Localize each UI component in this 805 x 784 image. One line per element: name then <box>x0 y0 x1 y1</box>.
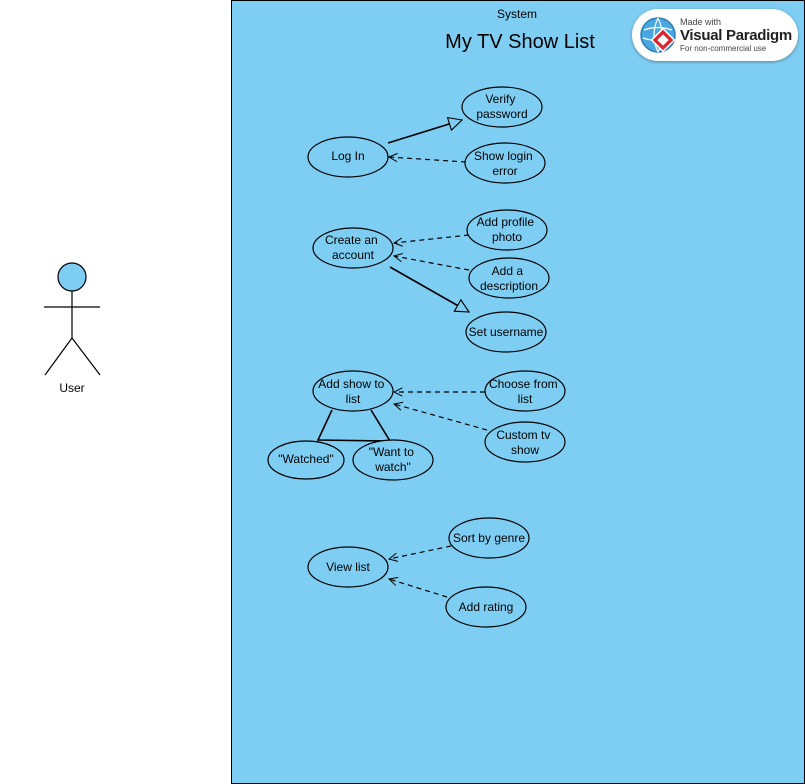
system-stereotype: System <box>497 7 537 21</box>
use-case-label: Add show to <box>318 377 384 391</box>
use-case-label: password <box>476 107 527 121</box>
svg-text:Add rating: Add rating <box>459 600 514 614</box>
generalization-account-username <box>389 266 469 313</box>
svg-text:Sort by genre: Sort by genre <box>453 531 525 545</box>
use-case-label: list <box>346 392 361 406</box>
svg-text:Custom tv show: Custom tv show <box>496 428 553 457</box>
svg-text:Log In: Log In <box>331 149 364 163</box>
use-case-add-description[interactable]: Add a description <box>468 257 550 299</box>
badge-brand: Visual Paradigm <box>680 26 792 44</box>
use-case-show-login-error[interactable]: Show login error <box>464 142 546 184</box>
use-case-sort-by-genre[interactable]: Sort by genre <box>448 517 530 559</box>
use-case-label: Custom tv <box>496 428 550 442</box>
actor-left-leg <box>44 337 73 376</box>
extend-error-login <box>389 157 467 163</box>
use-case-custom-tv-show[interactable]: Custom tv show <box>484 421 566 463</box>
actor-user[interactable]: User <box>44 262 101 395</box>
extend-photo-account <box>394 234 470 243</box>
use-case-label: Log In <box>331 149 364 163</box>
use-case-label: Choose from <box>489 377 558 391</box>
use-case-label: Verify <box>485 92 515 106</box>
svg-text:"Want to watch": "Want to watch" <box>369 445 418 474</box>
actor-head <box>57 262 87 292</box>
use-case-watched[interactable]: "Watched" <box>267 440 345 480</box>
use-case-set-username[interactable]: Set username <box>465 311 547 353</box>
use-case-label: "Watched" <box>278 452 333 466</box>
use-case-label: account <box>332 248 375 262</box>
use-case-label: error <box>492 164 517 178</box>
svg-text:View list: View list <box>326 560 370 574</box>
svg-text:Verify password: Verify password <box>476 92 527 121</box>
use-case-label: "Want to <box>369 445 414 459</box>
svg-text:Create an account: Create an account <box>325 233 381 262</box>
actor-label: User <box>59 381 84 395</box>
use-case-label: Set username <box>469 325 544 339</box>
use-case-label: show <box>511 443 539 457</box>
actor-right-leg <box>71 337 101 376</box>
use-case-label: Sort by genre <box>453 531 525 545</box>
svg-text:Add profile photo: Add profile photo <box>477 215 538 244</box>
use-case-label: watch" <box>374 460 411 474</box>
use-case-choose-from-list[interactable]: Choose from list <box>484 370 566 412</box>
use-case-label: photo <box>492 230 522 244</box>
svg-text:Choose from list: Choose from list <box>489 377 561 406</box>
use-case-label: description <box>480 279 538 293</box>
svg-text:Show login error: Show login error <box>474 149 536 178</box>
visual-paradigm-badge[interactable]: Made with Visual Paradigm For non-commer… <box>632 9 798 61</box>
svg-text:Add a description: Add a description <box>480 264 538 293</box>
badge-made-with: Made with <box>680 16 722 27</box>
svg-text:Add show to list: Add show to list <box>318 377 387 406</box>
relationships <box>316 120 488 598</box>
link-addshow-watched <box>316 409 392 442</box>
svg-text:"Watched": "Watched" <box>278 452 333 466</box>
use-case-view-list[interactable]: View list <box>307 546 389 588</box>
use-case-add-rating[interactable]: Add rating <box>445 586 527 628</box>
use-case-log-in[interactable]: Log In <box>307 136 389 178</box>
use-case-verify-password[interactable]: Verify password <box>461 86 543 128</box>
svg-text:Set username: Set username <box>469 325 544 339</box>
use-case-add-profile-photo[interactable]: Add profile photo <box>466 209 548 251</box>
use-case-create-account[interactable]: Create an account <box>312 227 394 269</box>
use-case-label: Add profile <box>477 215 535 229</box>
use-case-label: Add a <box>492 264 524 278</box>
extend-description-account <box>394 256 470 271</box>
use-case-label: Show login <box>474 149 533 163</box>
extend-custom-addshow <box>394 404 488 431</box>
use-case-label: Add rating <box>459 600 514 614</box>
use-case-want-to-watch[interactable]: "Want to watch" <box>352 439 434 481</box>
use-case-label: list <box>518 392 533 406</box>
use-case-label: Create an <box>325 233 378 247</box>
use-case-label: View list <box>326 560 370 574</box>
extend-sort-viewlist <box>389 545 452 559</box>
generalization-login-verify <box>387 120 462 144</box>
system-title: My TV Show List <box>445 31 595 53</box>
badge-subtitle: For non-commercial use <box>680 43 767 53</box>
extend-rating-viewlist <box>389 579 448 598</box>
visual-paradigm-logo-icon <box>640 17 676 53</box>
use-case-add-show-to-list[interactable]: Add show to list <box>312 370 394 412</box>
